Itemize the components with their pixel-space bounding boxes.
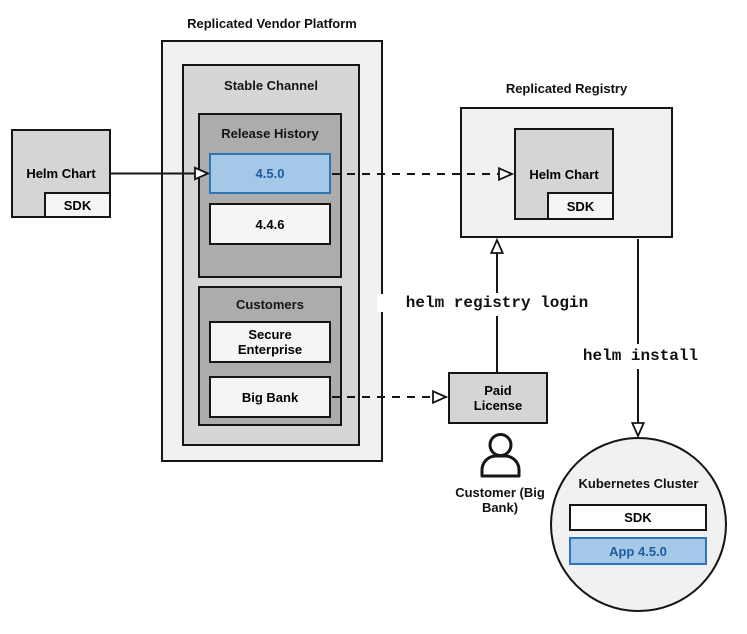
cluster-sdk-box: SDK xyxy=(569,504,707,531)
vendor-platform-title: Replicated Vendor Platform xyxy=(187,16,357,31)
release-version-450: 4.5.0 xyxy=(209,153,331,194)
source-helm-chart-label: Helm Chart xyxy=(26,166,96,181)
source-sdk-box: SDK xyxy=(44,192,111,218)
arrow-registry-to-cluster xyxy=(630,239,646,439)
customer-big-bank-label: Big Bank xyxy=(241,389,299,405)
arrow-license-to-registry xyxy=(489,237,505,372)
arrow-chart-to-release xyxy=(111,166,211,181)
release-version-450-label: 4.5.0 xyxy=(255,166,285,181)
customer-big-bank: Big Bank xyxy=(209,376,331,418)
command-helm-install: helm install xyxy=(558,347,723,365)
arrow-release-to-registry xyxy=(332,166,515,182)
customer-secure-enterprise-label: Secure Enterprise xyxy=(237,327,303,357)
customer-secure-enterprise: Secure Enterprise xyxy=(209,321,331,363)
release-version-446: 4.4.6 xyxy=(209,203,331,245)
cluster-app-box: App 4.5.0 xyxy=(569,537,707,565)
registry-sdk-label: SDK xyxy=(566,198,595,214)
registry-title: Replicated Registry xyxy=(505,81,628,96)
customers-title: Customers xyxy=(236,297,304,312)
cluster-app-label: App 4.5.0 xyxy=(609,543,667,559)
release-version-446-label: 4.4.6 xyxy=(255,216,285,232)
registry-sdk-box: SDK xyxy=(547,192,614,220)
arrow-bigbank-to-license xyxy=(332,389,449,405)
paid-license-box: Paid License xyxy=(448,372,548,424)
person-icon xyxy=(480,433,521,478)
cluster-sdk-label: SDK xyxy=(624,510,652,525)
customer-caption: Customer (Big Bank) xyxy=(455,485,545,515)
source-sdk-label: SDK xyxy=(63,197,92,213)
paid-license-label: Paid License xyxy=(473,383,523,413)
kubernetes-cluster-title: Kubernetes Cluster xyxy=(578,476,699,491)
release-history-box: Release History xyxy=(198,113,342,278)
registry-helm-chart-label: Helm Chart xyxy=(529,166,599,182)
stable-channel-title: Stable Channel xyxy=(224,78,318,93)
release-history-title: Release History xyxy=(221,126,319,141)
command-helm-registry-login: helm registry login xyxy=(377,294,617,312)
